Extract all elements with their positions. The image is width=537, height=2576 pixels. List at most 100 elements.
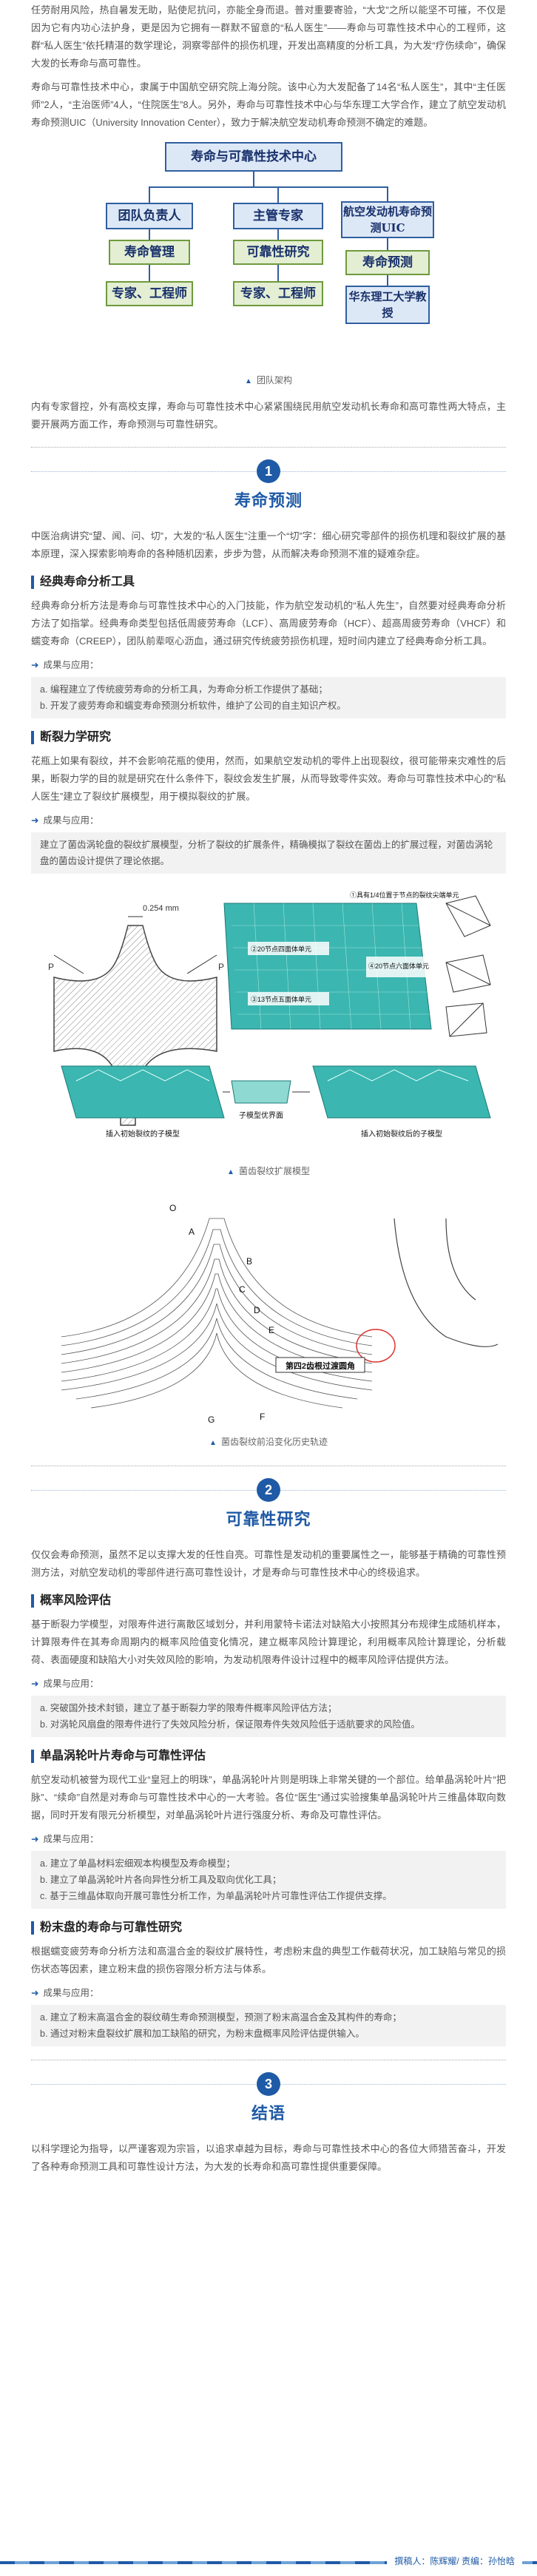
- section-number: 3: [257, 2072, 280, 2096]
- subheading: 单晶涡轮叶片寿命与可靠性评估: [31, 1747, 506, 1765]
- label-fillet: 第四2齿根过渡圆角: [286, 1361, 355, 1371]
- figure-caption: ▲团队架构: [245, 375, 292, 385]
- paragraph: 以科学理论为指导，以严谨客观为宗旨，以追求卓越为目标，寿命与可靠性技术中心的各位…: [31, 2143, 506, 2172]
- outcome-item: b. 开发了疲劳寿命和蠕变寿命预测分析软件，维护了公司的自主知识产权。: [40, 701, 346, 711]
- org-node-reliability: 可靠性研究: [233, 240, 323, 265]
- section-title: 可靠性研究: [226, 1510, 311, 1528]
- outcome-box: 建立了菌齿涡轮盘的裂纹扩展模型，分析了裂纹的扩展条件，精确模拟了裂纹在菌齿上的扩…: [31, 832, 506, 874]
- subheading-bar: [31, 1594, 34, 1608]
- arrow-right-icon: ➜: [31, 815, 39, 826]
- subheading-bar: [31, 1750, 34, 1763]
- outcome-item: a. 编程建立了传统疲劳寿命的分析工具，为寿命分析工作提供了基础；: [40, 684, 328, 695]
- paragraph: 航空发动机被誉为现代工业“皇冠上的明珠”，单晶涡轮叶片则是明珠上非常关键的一个部…: [31, 1774, 506, 1821]
- paragraph: 内有专家督控，外有高校支撑，寿命与可靠性技术中心紧紧围绕民用航空发动机长寿命和高…: [31, 401, 506, 430]
- label-bg: [248, 992, 329, 1005]
- org-connector: [277, 229, 279, 240]
- org-chart: 寿命与可靠性技术中心 团队负责人 主管专家 航空发动机寿命预测UIC 寿命管理 …: [106, 142, 434, 364]
- outcome-item: a. 建立了粉末高温合金的裂纹萌生寿命预测模型，预测了粉末高温合金及其构件的寿命…: [40, 2012, 402, 2023]
- intro-paragraph: 寿命与可靠性技术中心，隶属于中国航空研究院上海分院。该中心为大发配备了14名“私…: [31, 81, 506, 128]
- subheading: 粉末盘的寿命与可靠性研究: [31, 1919, 506, 1937]
- outcome-box: a. 建立了粉末高温合金的裂纹萌生寿命预测模型，预测了粉末高温合金及其构件的寿命…: [31, 2005, 506, 2046]
- result-label: ➜成果与应用：: [31, 1988, 99, 1998]
- label-p-right: P: [218, 962, 224, 972]
- org-connector: [149, 265, 150, 281]
- svg-text:E: E: [268, 1325, 274, 1335]
- org-node-uic: 航空发动机寿命预测UIC: [341, 201, 434, 238]
- figure-caption: ▲菌齿裂纹前沿变化历史轨迹: [209, 1437, 328, 1447]
- paragraph: 中医治病讲究“望、闻、问、切”，大发的“私人医生”注重一个“切”字：细心研究零部…: [31, 530, 506, 559]
- triangle-icon: ▲: [209, 1439, 217, 1447]
- org-connector: [277, 265, 279, 281]
- load-arrow: [53, 954, 84, 974]
- outcome-box: a. 编程建立了传统疲劳寿命的分析工具，为寿命分析工作提供了基础； b. 开发了…: [31, 677, 506, 718]
- outcome-item: b. 建立了单晶涡轮叶片各向异性分析工具及取向优化工具；: [40, 1875, 282, 1885]
- org-connector: [387, 186, 388, 201]
- arrow-right-icon: ➜: [31, 1834, 39, 1844]
- outcome-item: 建立了菌齿涡轮盘的裂纹扩展模型，分析了裂纹的扩展条件，精确模拟了裂纹在菌齿上的扩…: [40, 840, 493, 866]
- label-bg: [366, 957, 433, 977]
- paragraph: 仅仅会寿命预测，虽然不足以支撑大发的任性自亮。可靠性是发动机的重要属性之一，能够…: [31, 1549, 506, 1578]
- author-credit: 撰稿人：陈辉耀/ 责编：孙怡晗: [387, 2552, 522, 2570]
- svg-text:D: D: [254, 1305, 260, 1315]
- label-submodel-initial: 插入初始裂纹的子模型: [106, 1129, 180, 1139]
- label-submodel-interface: 子模型优界面: [239, 1110, 283, 1120]
- submodel-before: [61, 1065, 225, 1119]
- org-connector: [149, 186, 387, 188]
- svg-text:F: F: [260, 1412, 265, 1422]
- result-label: ➜成果与应用：: [31, 815, 99, 826]
- dimension-label: 0.254 mm: [143, 904, 179, 913]
- slot-profile: [394, 1218, 499, 1347]
- org-node-life-prediction: 寿命预测: [345, 250, 430, 275]
- svg-text:A: A: [189, 1227, 195, 1237]
- triangle-icon: ▲: [245, 377, 252, 385]
- result-label: ➜成果与应用：: [31, 1679, 99, 1689]
- subheading: 断裂力学研究: [31, 729, 506, 746]
- article-content: 任劳耐用风险，热自暑发无助，贴使尼抗问，亦能全身而退。普对重要寄验，“大戈”之所…: [0, 1, 537, 2176]
- label-bg: [248, 942, 329, 955]
- crack-front-figure: 第四2齿根过渡圆角 O A B C D E F G: [61, 1203, 499, 1425]
- subheading-bar: [31, 1921, 34, 1935]
- paragraph: 基于断裂力学模型，对限寿件进行离散区域划分，并利用蒙特卡诺法对缺陷大小按照其分布…: [31, 1619, 506, 1665]
- paragraph: 根据蠕变疲劳寿命分析方法和高温合金的裂纹扩展特性，考虑粉末盘的典型工作载荷状况，…: [31, 1946, 506, 1975]
- section-number: 2: [257, 1478, 280, 1502]
- section-1-heading: 1 寿命预测: [31, 459, 506, 519]
- subheading-bar: [31, 731, 34, 744]
- label-crack-tip: ①具有1/4位置于节点的裂纹尖端单元: [350, 891, 459, 899]
- subheading: 概率风险评估: [31, 1592, 506, 1610]
- section-title: 结语: [251, 2104, 286, 2122]
- label-submodel-after: 插入初始裂纹后的子模型: [361, 1129, 442, 1139]
- divider: [31, 447, 506, 448]
- svg-text:O: O: [169, 1203, 176, 1213]
- subheading-bar: [31, 576, 34, 589]
- label-box: [275, 1357, 365, 1373]
- org-node-staff: 专家、工程师: [106, 281, 193, 306]
- submodel-teeth: [327, 1069, 469, 1082]
- result-label: ➜成果与应用：: [31, 1834, 99, 1844]
- outcome-item: a. 突破国外技术封锁，建立了基于断裂力学的限寿件概率风险评估方法；: [40, 1703, 337, 1713]
- section-3-heading: 3 结语: [31, 2072, 506, 2131]
- submodel-interface: [231, 1080, 291, 1104]
- svg-text:G: G: [208, 1415, 215, 1425]
- svg-text:C: C: [239, 1284, 246, 1295]
- load-arrow: [186, 954, 217, 974]
- curve-labels: O A B C D E F G: [169, 1203, 274, 1425]
- org-node-leader: 团队负责人: [106, 203, 193, 229]
- outcome-item: a. 建立了单晶材料宏细观本构模型及寿命模型；: [40, 1858, 235, 1869]
- result-label: ➜成果与应用：: [31, 660, 99, 670]
- outcome-item: c. 基于三维晶体取向开展可靠性分析工作，为单晶涡轮叶片可靠性评估工作提供支撑。: [40, 1891, 392, 1901]
- org-connector: [387, 238, 388, 250]
- outcome-item: b. 通过对粉末盘裂纹扩展和加工缺陷的研究，为粉末盘概率风险评估提供输入。: [40, 2029, 365, 2039]
- footer-stripe: [0, 2561, 537, 2564]
- element-diagrams: [445, 895, 491, 1037]
- label-p-left: P: [48, 962, 54, 972]
- arrow-right-icon: ➜: [31, 1988, 39, 1998]
- subheading: 经典寿命分析工具: [31, 573, 506, 591]
- label-20-node-tet: ②20节点四面体单元: [251, 945, 311, 953]
- org-connector: [387, 275, 388, 286]
- org-node-expert: 主管专家: [233, 203, 323, 229]
- paragraph: 经典寿命分析方法是寿命与可靠性技术中心的入门技能，作为航空发动机的“私人先生”，…: [31, 600, 506, 647]
- org-connector: [277, 186, 279, 203]
- slot-profile: [445, 1218, 476, 1301]
- crack-front-curves: [61, 1218, 373, 1409]
